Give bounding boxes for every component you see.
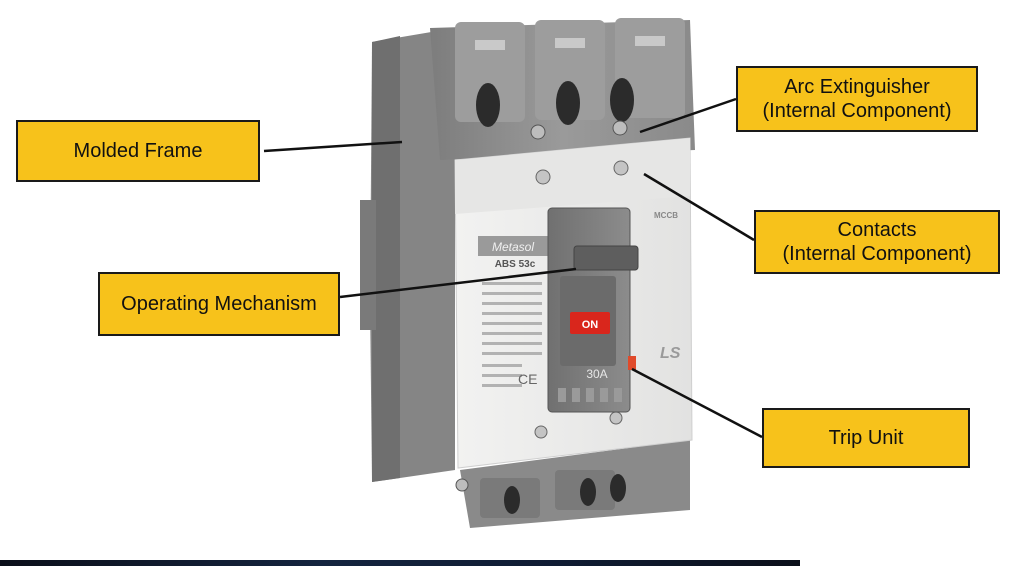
ce-mark: CE — [518, 371, 537, 387]
model-text: ABS 53c — [495, 259, 536, 270]
label-contacts: Contacts (Internal Component) — [754, 210, 1000, 274]
bottom-strip — [0, 560, 800, 566]
operating-handle: ON 30A — [547, 207, 639, 413]
label-text: Operating Mechanism — [121, 293, 317, 315]
type-text: MCCB — [654, 211, 678, 220]
label-trip-unit: Trip Unit — [762, 408, 970, 468]
ls-logo: LS — [660, 345, 681, 362]
label-text-line1: Arc Extinguisher — [784, 76, 930, 98]
on-indicator: ON — [582, 319, 599, 331]
label-text-line2: (Internal Component) — [782, 243, 972, 265]
molded-frame-shape — [360, 18, 695, 528]
brand-text: Metasol — [492, 240, 534, 254]
rating-text: 30A — [586, 367, 607, 381]
label-arc-extinguisher: Arc Extinguisher (Internal Component) — [736, 66, 978, 132]
label-text: Molded Frame — [73, 140, 203, 162]
label-text-line2: (Internal Component) — [762, 100, 952, 122]
leader-lines — [263, 97, 763, 439]
label-text-line1: Contacts — [837, 219, 917, 241]
label-molded-frame: Molded Frame — [16, 120, 260, 182]
label-operating-mechanism: Operating Mechanism — [98, 272, 340, 336]
label-text: Trip Unit — [828, 427, 904, 449]
